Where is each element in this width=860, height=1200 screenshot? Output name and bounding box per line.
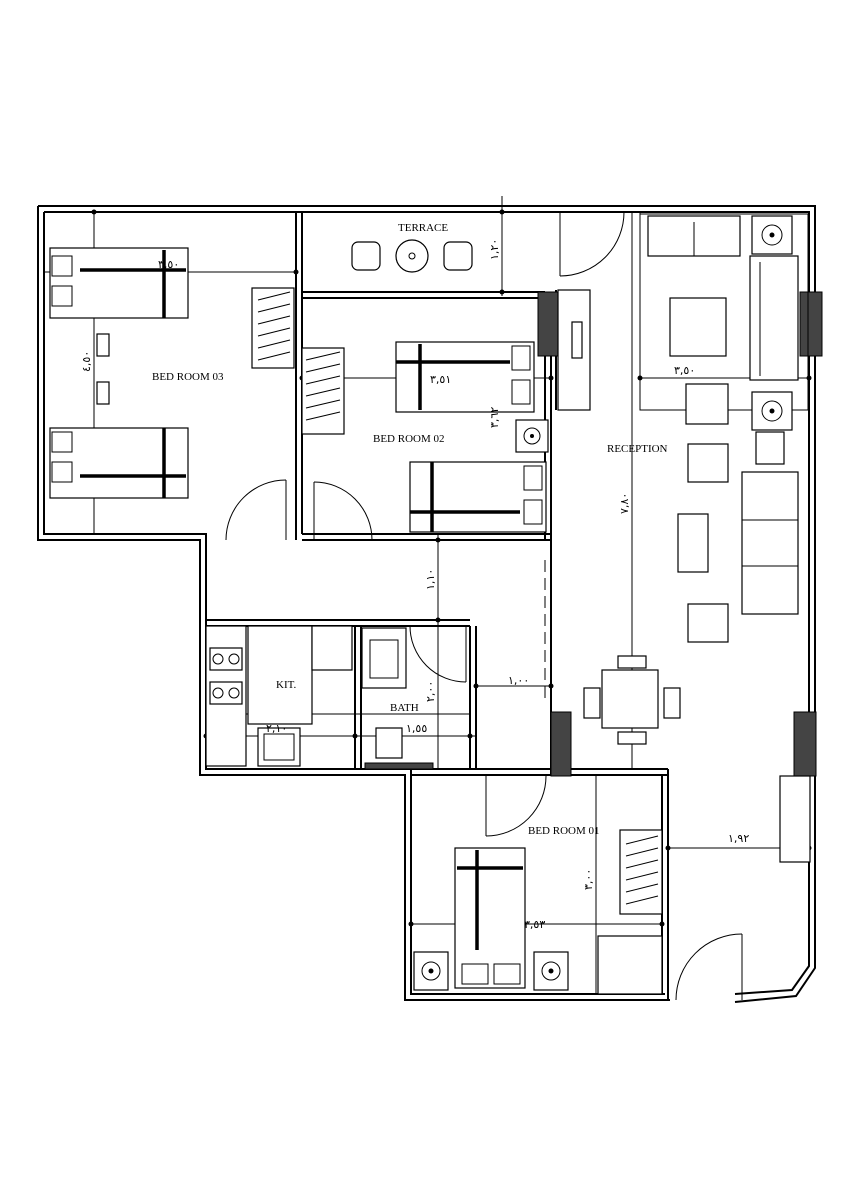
dim-br03-width: ٣,٥٠	[158, 258, 179, 271]
dim-terrace-height: ١,٢٠	[488, 239, 501, 260]
dim-corridor: ١,١٠	[424, 569, 437, 590]
dim-reception-length: ٧,٨٠	[618, 493, 631, 514]
dim-corridor-2: ١,٠٠	[508, 674, 529, 687]
bedroom-03-furniture	[49, 247, 295, 499]
reception-furniture	[583, 213, 811, 863]
room-labels: TERRACE BED ROOM 03 BED ROOM 02 RECEPTIO…	[152, 222, 668, 837]
label-bed-room-03: BED ROOM 03	[152, 371, 224, 383]
dim-br02-width: ٣,٥١	[430, 373, 451, 386]
dim-entry-width: ١,٩٢	[728, 832, 749, 845]
label-kitchen: KIT.	[276, 679, 297, 691]
label-reception: RECEPTION	[607, 443, 668, 455]
dim-br01-height: ٣,٠٠	[582, 869, 595, 890]
terrace-furniture	[351, 239, 473, 273]
label-bed-room-02: BED ROOM 02	[373, 433, 445, 445]
dim-kitchen-width: ٢,١٠	[266, 722, 287, 735]
dim-bath-height: ٢,٠٠	[424, 681, 437, 702]
dimension-labels: ٣,٥٠ ٤,٥٠ ١,٢٠ ٣,٥١ ٣,٦٢ ٣,٥٠ ٧,٨٠ ١,١٠ …	[80, 239, 749, 931]
bedroom-02-furniture	[301, 289, 591, 533]
doors	[225, 211, 743, 1001]
dim-br03-height: ٤,٥٠	[80, 351, 93, 372]
kitchen-furniture	[205, 625, 353, 767]
dim-bath-width: ١,٥٥	[406, 722, 427, 735]
bedroom-01-furniture	[413, 829, 663, 995]
bath-furniture	[361, 627, 407, 759]
label-bath: BATH	[390, 702, 419, 714]
dim-br02-depth: ٣,٦٢	[488, 407, 501, 428]
label-terrace: TERRACE	[398, 222, 448, 234]
label-bed-room-01: BED ROOM 01	[528, 825, 600, 837]
dim-br01-width: ٣,٥٣	[524, 918, 545, 931]
dim-reception-width: ٣,٥٠	[674, 364, 695, 377]
windows	[364, 291, 823, 777]
